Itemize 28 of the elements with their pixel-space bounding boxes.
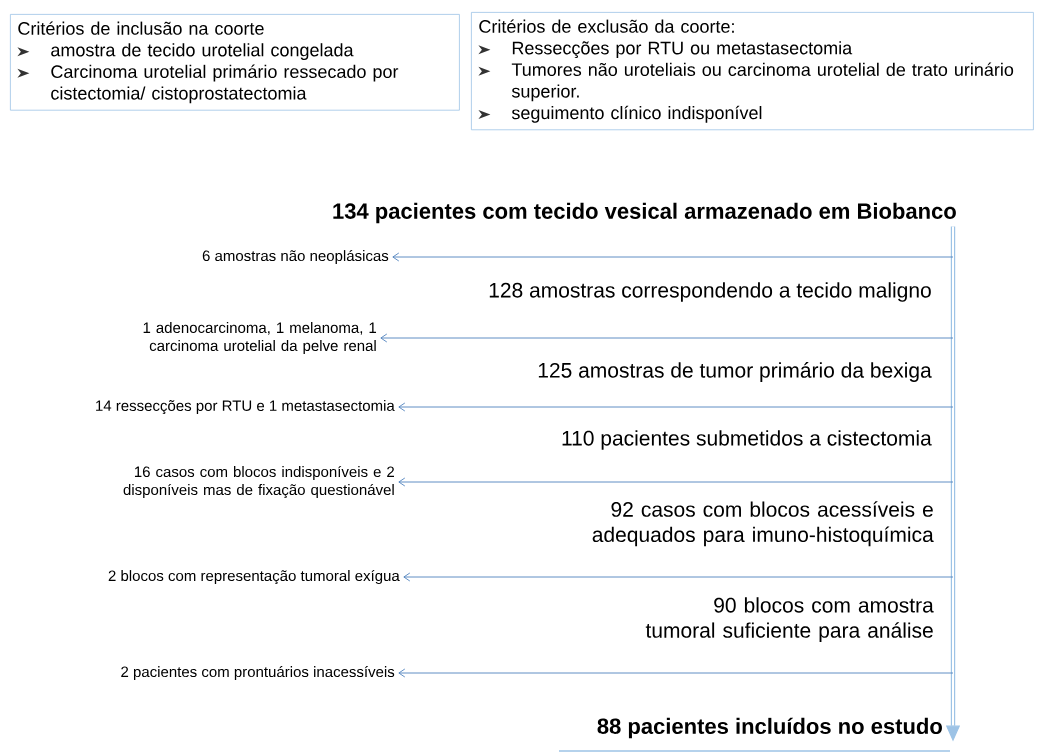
step-text: 128 amostras correspondendo a tecido maligno xyxy=(489,282,931,302)
step-text: 110 pacientes submetidos a cistectomia xyxy=(562,430,932,450)
exclusion-text: 14 ressecções por RTU e 1 metastasectomia xyxy=(96,400,395,415)
arrow xyxy=(403,572,954,582)
heading-text: 134 pacientes com tecido vesical armazenado em Biobanco xyxy=(333,202,956,224)
arrow xyxy=(398,477,954,487)
bullet-text: amostra de tecido urotelial congelada xyxy=(51,43,354,60)
exclusion-text: 16 casos com blocos indisponíveis e 2 disponíveis mas de fixação questionável xyxy=(123,465,394,499)
bullet-text: Carcinoma urotelial primário ressecado por cistectomia/ cistoprostatectomia xyxy=(51,64,399,104)
arrow xyxy=(392,252,954,262)
exclusion-text: 2 pacientes com prontuários inacessíveis xyxy=(121,665,395,681)
bullet-text: Ressecções por RTU ou metastasectomia xyxy=(512,41,853,59)
criteria-box xyxy=(471,12,1034,131)
arrow xyxy=(380,333,954,343)
arrow xyxy=(398,402,954,412)
step-text: 92 casos com blocos acessíveis e adequados para imuno-histoquímica xyxy=(592,501,934,547)
bullet-text: Tumores não uroteliais ou carcinoma urotelial de trato urinário superior. xyxy=(511,62,1014,102)
step-text: 125 amostras de tumor primário da bexiga xyxy=(538,362,932,382)
criteria-box xyxy=(10,14,460,111)
exclusion-text: 6 amostras não neoplásicas xyxy=(202,249,389,265)
box-heading: Critérios de inclusão na coorte xyxy=(18,21,264,35)
arrow xyxy=(398,668,954,678)
heading-text: 88 pacientes incluídos no estudo xyxy=(597,717,942,739)
exclusion-text: 1 adenocarcinoma, 1 melanoma, 1 carcinoma urotelial da pelve renal xyxy=(143,322,377,354)
box-heading: Critérios de exclusão da coorte: xyxy=(479,19,734,33)
exclusion-text: 2 blocos com representação tumoral exígua xyxy=(108,569,400,585)
bullet-text: seguimento clínico indisponível xyxy=(511,105,762,123)
step-text: 90 blocos com amostra tumoral suficiente para análise xyxy=(645,597,934,642)
